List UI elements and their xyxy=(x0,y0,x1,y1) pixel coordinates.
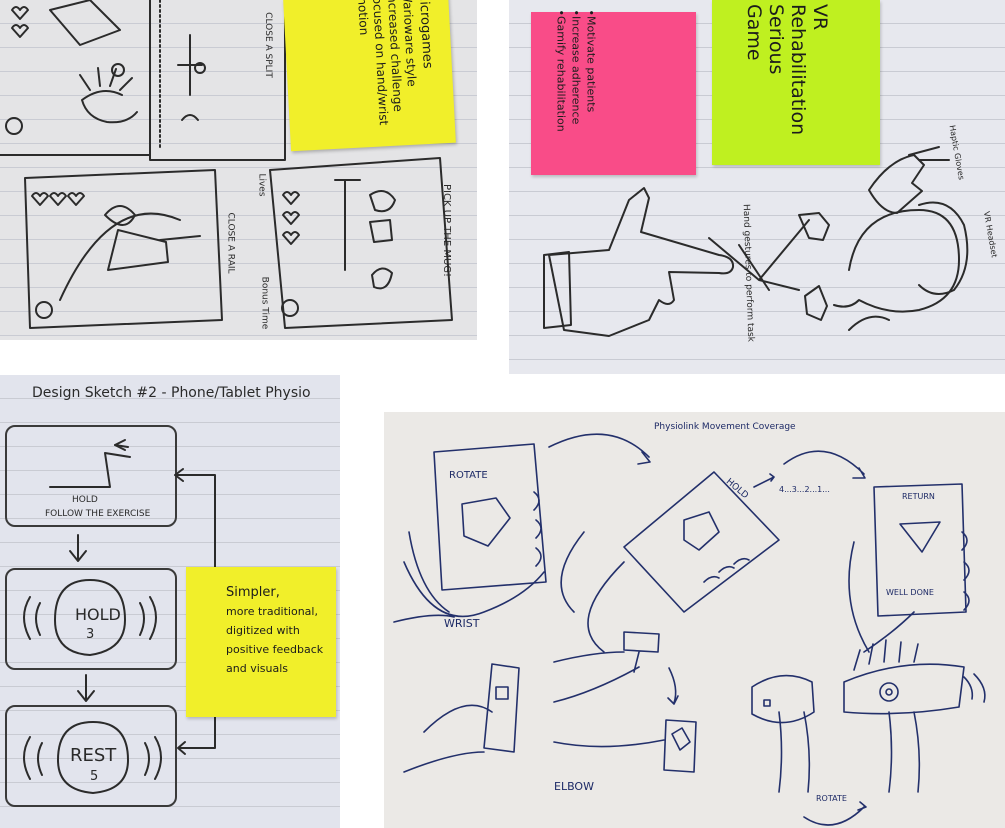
caption-lives: Lives xyxy=(256,173,267,197)
goal-adherence: •Increase adherence xyxy=(569,9,583,125)
simpler-line-4: positive feedback xyxy=(226,643,324,656)
caption-pick-up-mug: PICK UP THE MUG! xyxy=(441,183,453,278)
sketch-frame-hold xyxy=(5,568,177,670)
physiolink-title: Physiolink Movement Coverage xyxy=(654,422,796,432)
microgames-sticky-note: Microgames Warioware style increased cha… xyxy=(283,0,456,152)
photo-vr-rehab-sketch: •Motivate patients •Increase adherence •… xyxy=(509,0,1005,374)
title-rehabilitation: Rehabilitation xyxy=(787,4,809,136)
simpler-line-1: Simpler, xyxy=(226,585,280,600)
photo-microgames-sketch: Microgames Warioware style increased cha… xyxy=(0,0,477,340)
label-elbow: ELBOW xyxy=(554,780,594,793)
frame-rest-count: 5 xyxy=(90,769,99,784)
simpler-line-5: and visuals xyxy=(226,662,288,675)
goals-sticky-note: •Motivate patients •Increase adherence •… xyxy=(531,9,696,175)
title-sticky-note: VR Rehabilitation Serious Game xyxy=(712,0,880,165)
label-well-done: WELL DONE xyxy=(886,588,934,597)
photo-physiolink-sketch: Physiolink Movement Coverage ROTATE HOLD… xyxy=(384,412,1005,828)
frame-rest-label: REST xyxy=(70,745,117,766)
goal-gamify: •Gamify rehabilitation xyxy=(554,9,568,132)
frame-follow-hold: HOLD xyxy=(72,495,98,505)
title-game: Game xyxy=(743,4,765,61)
simpler-line-3: digitized with xyxy=(226,624,300,637)
caption-close-rail: CLOSE A RAIL xyxy=(225,212,236,274)
microgames-drawing xyxy=(0,0,453,329)
title-vr: VR xyxy=(809,4,831,31)
label-wrist: WRIST xyxy=(444,617,480,630)
caption-close-split: CLOSE A SPLIT xyxy=(262,12,273,78)
design-sketch-heading: Design Sketch #2 - Phone/Tablet Physio xyxy=(32,385,311,401)
simpler-line-2: more traditional, xyxy=(226,605,318,618)
label-rotate-bottom: ROTATE xyxy=(816,794,847,803)
label-return: RETURN xyxy=(902,492,935,501)
frame-hold-label: HOLD xyxy=(75,605,121,624)
caption-bonus-time: Bonus Time xyxy=(259,276,270,330)
physiolink-drawing xyxy=(393,433,986,826)
label-countdown: 4...3...2...1... xyxy=(779,485,830,494)
vr-rehab-drawing xyxy=(543,146,969,337)
frame-hold-count: 3 xyxy=(86,627,95,642)
simpler-sticky-note: Simpler, more traditional, digitized wit… xyxy=(186,567,336,717)
title-serious: Serious xyxy=(765,4,787,75)
photo-phone-physio-sketch: Design Sketch #2 - Phone/Tablet Physio H… xyxy=(0,375,340,828)
sketch-frame-rest xyxy=(5,705,177,807)
frame-follow-caption: FOLLOW THE EXERCISE xyxy=(45,509,151,519)
goal-motivate: •Motivate patients xyxy=(584,9,598,113)
label-rotate-top: ROTATE xyxy=(449,470,488,481)
